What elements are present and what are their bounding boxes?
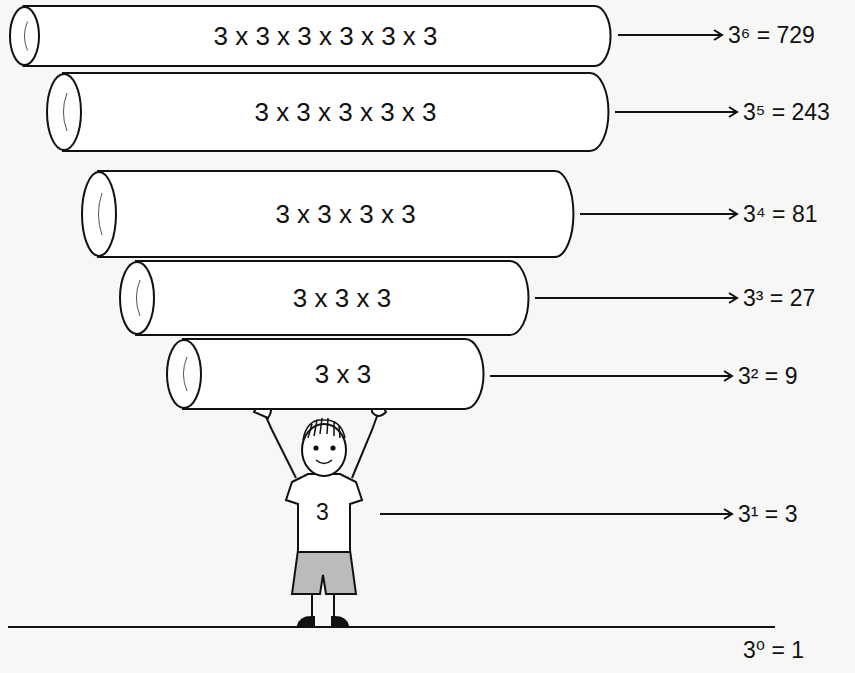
log-end — [10, 7, 39, 65]
right-arm — [352, 408, 380, 478]
log-end — [47, 74, 81, 150]
shorts — [292, 550, 356, 594]
shirt-number: 3 — [316, 499, 329, 526]
power-value: 3¹ = 3 — [738, 501, 797, 528]
log: 3 x 3 x 3 x 3 x 3 — [45, 72, 610, 152]
log-grain — [63, 93, 67, 131]
hair — [303, 418, 345, 440]
power-value: 3⁰ = 1 — [743, 637, 804, 664]
pointer-arrow — [618, 34, 722, 36]
log-text: 3 x 3 — [279, 359, 371, 390]
log: 3 x 3 x 3 — [118, 260, 530, 336]
arrow-head — [714, 30, 722, 40]
pointer-arrow — [615, 111, 737, 113]
log-grain — [136, 280, 140, 316]
log-text: 3 x 3 x 3 — [257, 283, 391, 314]
power-value: 3³ = 27 — [743, 285, 815, 312]
arrow-head — [729, 209, 737, 219]
pointer-arrow — [535, 297, 737, 299]
shirt — [286, 474, 362, 552]
eye — [314, 446, 317, 449]
log-end — [120, 262, 154, 334]
ground-line — [8, 626, 775, 628]
left-shoe — [298, 617, 314, 626]
log-text: 3 x 3 x 3 x 3 x 3 x 3 — [183, 21, 438, 52]
power-value: 3⁶ = 729 — [728, 22, 815, 49]
log-body — [136, 261, 529, 335]
log-body — [24, 6, 611, 66]
arrow-head — [729, 107, 737, 117]
log-grain — [98, 193, 102, 235]
power-value: 3⁴ = 81 — [743, 201, 817, 228]
log-end — [167, 340, 201, 408]
log-grain — [24, 22, 27, 51]
pointer-arrow — [380, 513, 732, 515]
power-value: 3² = 9 — [738, 363, 797, 390]
log-body — [98, 171, 573, 257]
log-grain — [183, 357, 187, 391]
smile — [316, 460, 332, 464]
power-value: 3⁵ = 243 — [743, 99, 830, 126]
log-body — [183, 339, 484, 409]
log-text: 3 x 3 x 3 x 3 — [239, 199, 415, 230]
log: 3 x 3 — [165, 338, 485, 410]
arrow-head — [724, 371, 732, 381]
right-shoe — [332, 617, 348, 626]
log-text: 3 x 3 x 3 x 3 x 3 — [218, 97, 436, 128]
eye — [331, 446, 334, 449]
log-body — [63, 73, 608, 151]
pointer-arrow — [490, 375, 732, 377]
log: 3 x 3 x 3 x 3 — [80, 170, 575, 258]
log: 3 x 3 x 3 x 3 x 3 x 3 — [8, 5, 612, 67]
pointer-arrow — [580, 213, 737, 215]
log-end — [82, 172, 116, 256]
boy-figure — [254, 404, 386, 626]
arrow-head — [724, 509, 732, 519]
arrow-head — [729, 293, 737, 303]
